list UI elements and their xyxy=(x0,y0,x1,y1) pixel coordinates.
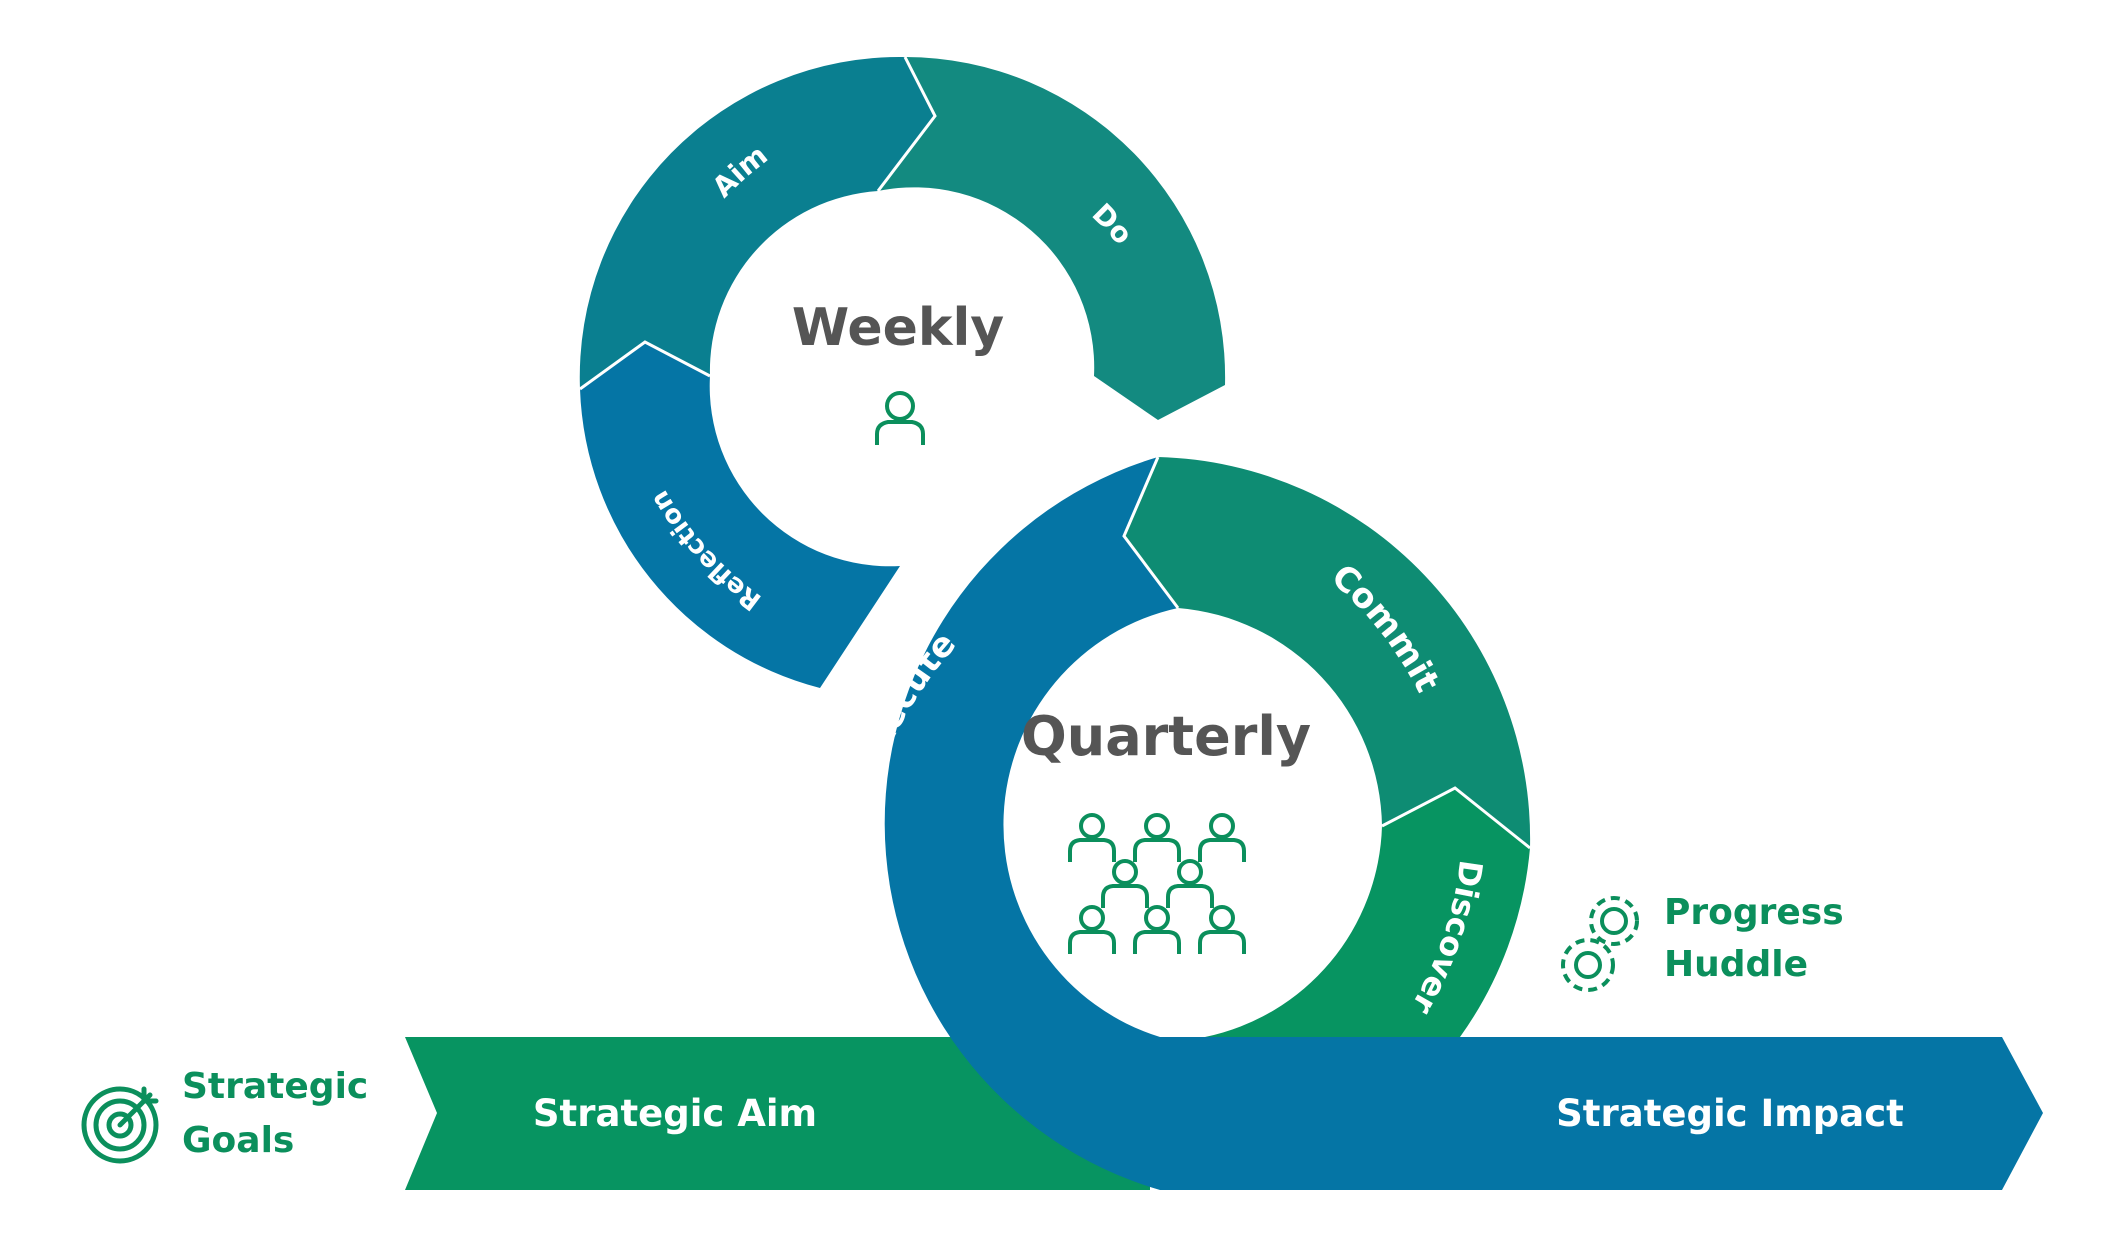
weekly-aim-segment xyxy=(579,56,935,390)
weekly-reflection-segment xyxy=(580,342,900,688)
weekly-separator xyxy=(876,56,937,192)
strategic-aim-label: Strategic Aim xyxy=(533,1092,817,1135)
weekly-do-segment xyxy=(878,56,1226,421)
person-icon xyxy=(1198,905,1246,954)
person-icon xyxy=(1133,813,1181,862)
strategic-goals-line1: Strategic xyxy=(182,1066,368,1107)
team-icon xyxy=(1068,813,1246,954)
strategic-impact-label: Strategic Impact xyxy=(1556,1092,1904,1135)
person-icon xyxy=(1068,905,1116,954)
quarterly-execute-segment xyxy=(884,457,2043,1190)
person-icon xyxy=(1166,859,1214,908)
strategic-aim-band xyxy=(405,1037,1150,1190)
progress-huddle-line2: Huddle xyxy=(1664,944,1808,985)
gears-icon xyxy=(1561,896,1639,992)
quarterly-commit-segment xyxy=(1124,457,1531,848)
quarterly-discover-segment xyxy=(1205,788,1530,1037)
weekly-title: Weekly xyxy=(792,298,1004,358)
target-icon xyxy=(81,1086,159,1164)
quarterly-separator xyxy=(1122,456,1180,609)
quarterly-title: Quarterly xyxy=(1021,705,1311,768)
person-icon xyxy=(875,391,925,445)
strategic-goals-line2: Goals xyxy=(182,1120,294,1161)
person-icon xyxy=(1068,813,1116,862)
progress-huddle-line1: Progress xyxy=(1664,892,1844,933)
person-icon xyxy=(1133,905,1181,954)
quarterly-separator xyxy=(1381,786,1531,850)
person-icon xyxy=(1198,813,1246,862)
person-icon xyxy=(1101,859,1149,908)
weekly-separator xyxy=(579,340,711,391)
